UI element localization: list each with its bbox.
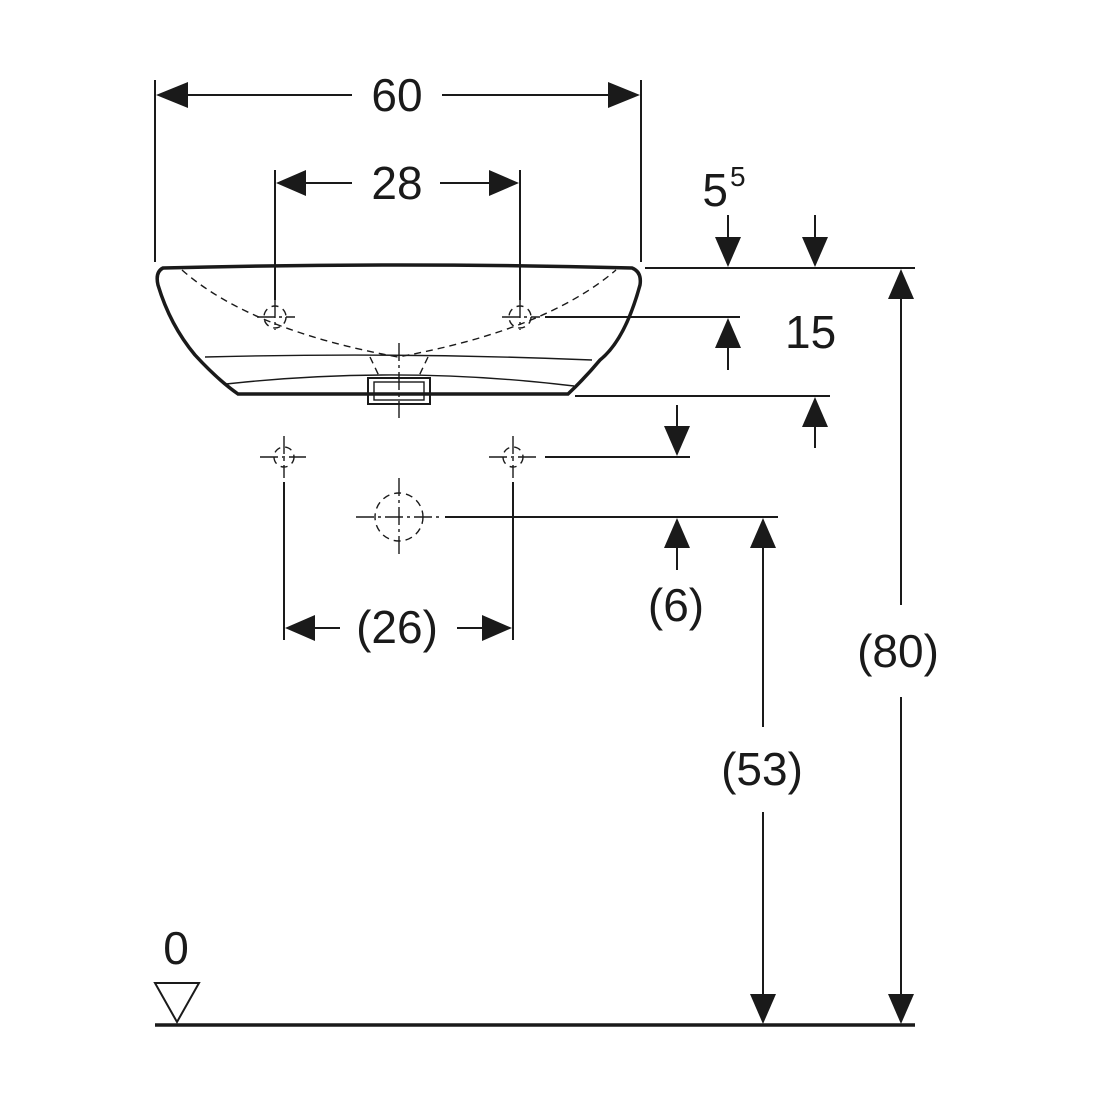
dimension-rim-offset: 5 5 [702, 161, 828, 267]
dimension-supply-spacing: (26) [285, 601, 512, 653]
supply-point-right [489, 436, 537, 478]
dimension-basin-depth: 15 [715, 306, 836, 448]
dimension-label-28: 28 [371, 157, 422, 209]
waste-point [356, 478, 440, 555]
datum-label: 0 [163, 922, 189, 974]
extension-lines [154, 80, 915, 640]
dimension-rim-height: (80) [857, 269, 939, 1024]
dimension-supply-offset: (6) [648, 405, 704, 631]
dimension-overall-width: 60 [156, 69, 640, 121]
dimension-label-60: 60 [371, 69, 422, 121]
tap-hole-left [257, 300, 295, 330]
datum-triangle-icon [153, 982, 201, 1025]
dimension-label-26: (26) [356, 601, 438, 653]
dimension-label-6: (6) [648, 579, 704, 631]
dimension-label-5-superscript: 5 [730, 161, 746, 192]
supply-point-left [260, 436, 306, 478]
tap-hole-right [502, 300, 540, 330]
floor-datum: 0 [153, 922, 915, 1027]
dimension-label-80: (80) [857, 625, 939, 677]
dimension-tap-spacing: 28 [276, 157, 519, 209]
dimension-label-53: (53) [721, 743, 803, 795]
dimension-label-5: 5 [702, 164, 728, 216]
washbasin-outline [155, 263, 643, 418]
dimension-label-15: 15 [785, 306, 836, 358]
dimension-waste-height: (53) [721, 518, 803, 1024]
